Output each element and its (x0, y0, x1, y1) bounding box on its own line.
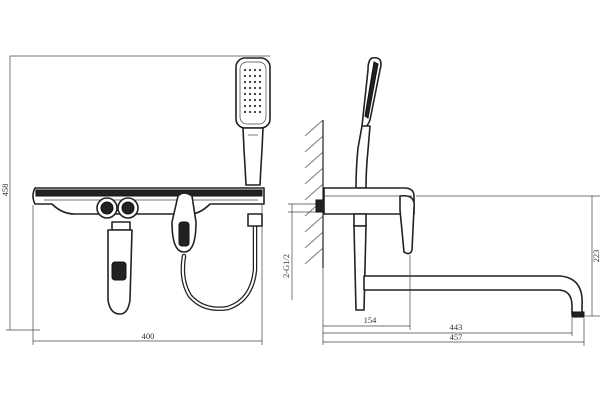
thread-dimension: 2-G1/2 (281, 203, 322, 300)
mixer-body-side (315, 187, 416, 255)
dimension-154: 154 (322, 255, 411, 345)
side-spout (353, 213, 585, 318)
flow-knob (117, 197, 139, 219)
diverter-lever (171, 192, 197, 253)
dimension-458-label: 458 (0, 184, 10, 197)
dimension-400: 400 (32, 200, 263, 345)
thread-label: 2-G1/2 (281, 254, 291, 278)
front-view: 458 400 (0, 55, 271, 345)
wall (304, 119, 324, 268)
front-spout (107, 221, 133, 315)
hand-shower (235, 57, 271, 186)
side-view: 2-G1/2 223 (281, 56, 600, 346)
dimension-154-label: 154 (364, 315, 378, 325)
mixer-body (32, 187, 265, 215)
shower-hose (180, 213, 263, 311)
dimension-443: 443 (323, 318, 573, 336)
dimension-458: 458 (0, 55, 270, 331)
hand-shower-side (355, 56, 382, 189)
dimension-400-label: 400 (142, 331, 155, 341)
dimension-223-label: 223 (591, 250, 600, 263)
dimension-457: 457 (323, 318, 585, 346)
temperature-knob (96, 197, 118, 219)
dimension-457-label: 457 (450, 332, 463, 342)
dimension-223: 223 (416, 195, 600, 317)
dimension-443-label: 443 (450, 322, 463, 332)
